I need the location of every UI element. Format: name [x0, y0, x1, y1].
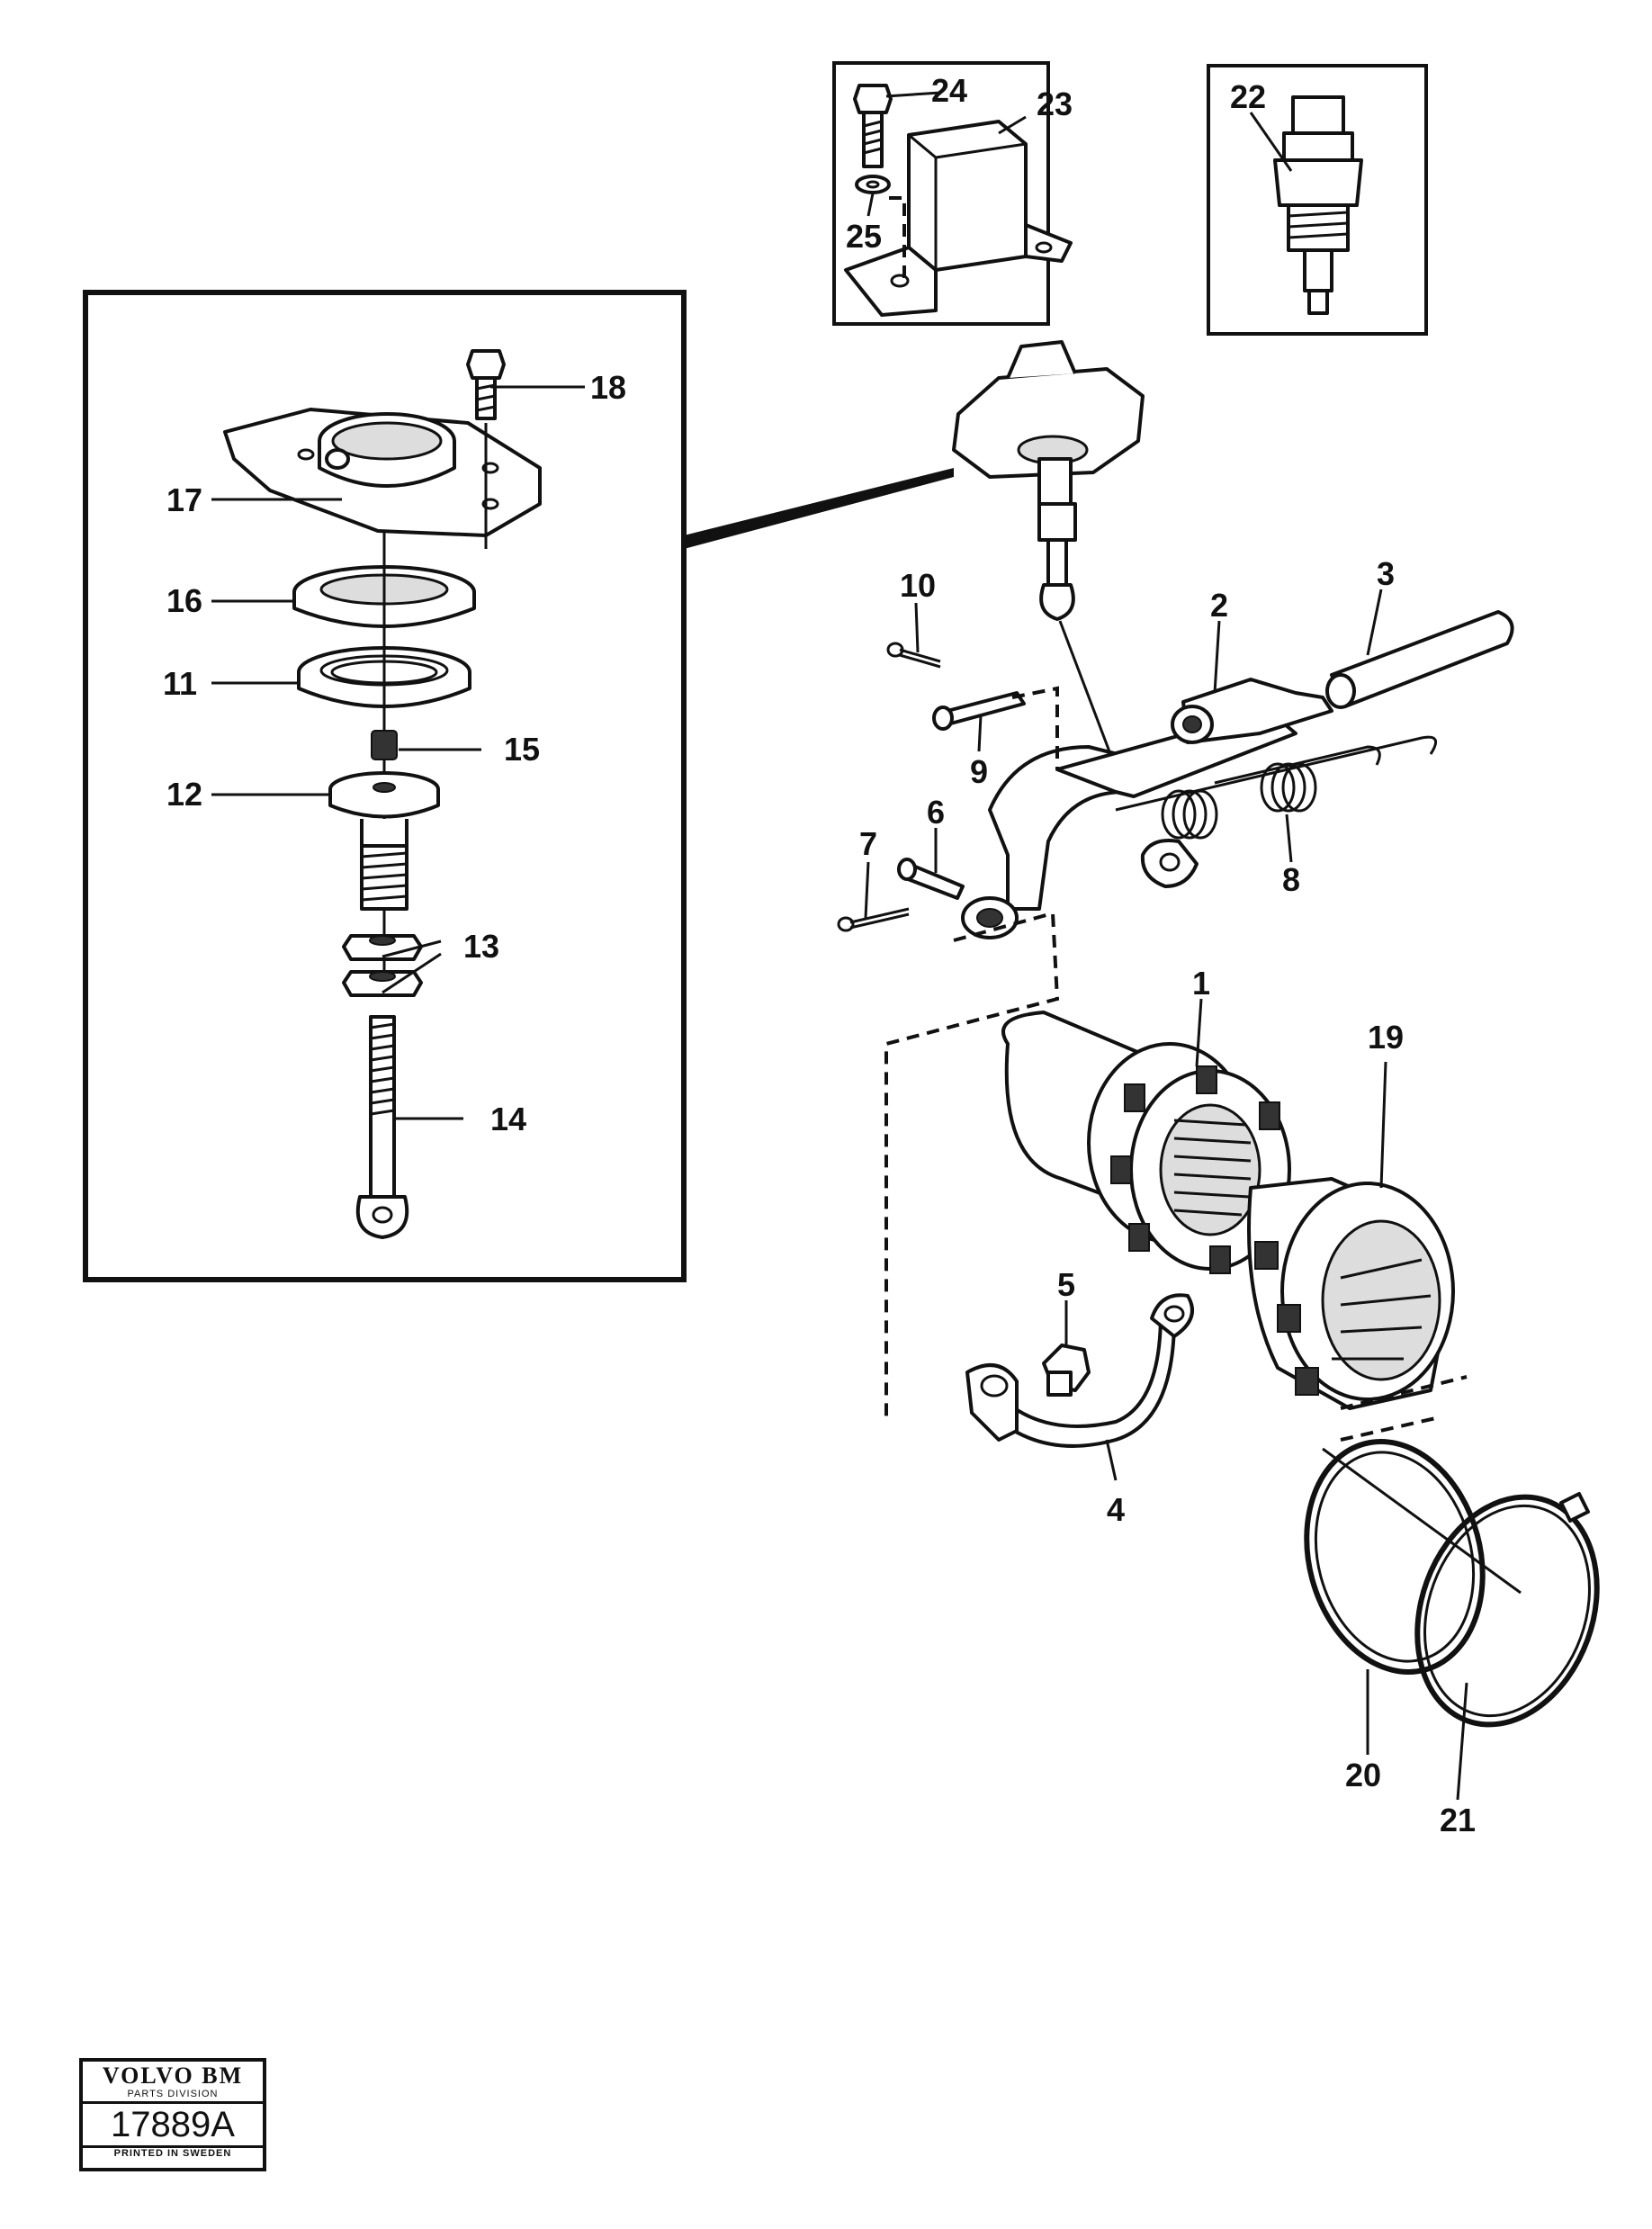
volvo-bm-logo-stamp: VOLVO BM PARTS DIVISION 17889A PRINTED I…: [79, 2058, 266, 2171]
label-part-11: 11: [163, 665, 197, 702]
clamp-assembly: [965, 1293, 1194, 1448]
drawing-number: 17889A: [111, 2105, 235, 2144]
label-part-15: 15: [504, 731, 540, 768]
label-part-2: 2: [1210, 587, 1228, 624]
label-part-23: 23: [1037, 85, 1073, 122]
label-part-17: 17: [166, 481, 202, 518]
logo-printed: PRINTED IN SWEDEN: [83, 2145, 263, 2159]
label-part-10: 10: [900, 567, 936, 604]
label-part-19: 19: [1368, 1019, 1404, 1056]
logo-brand: VOLVO BM: [102, 2063, 244, 2089]
label-part-16: 16: [166, 582, 202, 619]
detail-box-bracket: [832, 61, 1073, 326]
label-part-18: 18: [590, 369, 626, 406]
label-part-12: 12: [166, 776, 202, 813]
label-part-25: 25: [846, 218, 882, 255]
label-part-3: 3: [1377, 555, 1395, 592]
label-part-5: 5: [1057, 1266, 1075, 1303]
label-part-22: 22: [1230, 78, 1266, 115]
label-part-7: 7: [859, 825, 877, 862]
label-part-6: 6: [927, 794, 945, 831]
coupling-assembly: [1001, 1011, 1522, 1595]
retaining-rings: [1304, 1439, 1600, 1728]
label-part-9: 9: [970, 753, 988, 790]
logo-division: PARTS DIVISION: [83, 2089, 263, 2104]
detail-box-sensor: [1207, 64, 1428, 336]
label-part-24: 24: [931, 72, 967, 109]
linkage-assembly: [837, 340, 1514, 1422]
label-part-14: 14: [490, 1101, 526, 1137]
label-part-4: 4: [1107, 1491, 1125, 1528]
part-labels: 1 2 3 4 5 6 7 8 9 10 11 12 13 14 15 16 1…: [163, 72, 1476, 1838]
label-part-1: 1: [1192, 965, 1210, 1002]
label-part-21: 21: [1440, 1802, 1476, 1838]
label-part-20: 20: [1345, 1757, 1381, 1793]
leader-lines: [211, 91, 1468, 1801]
label-part-13: 13: [463, 928, 499, 965]
detail-box-main: [83, 290, 954, 1282]
label-part-8: 8: [1282, 861, 1300, 898]
